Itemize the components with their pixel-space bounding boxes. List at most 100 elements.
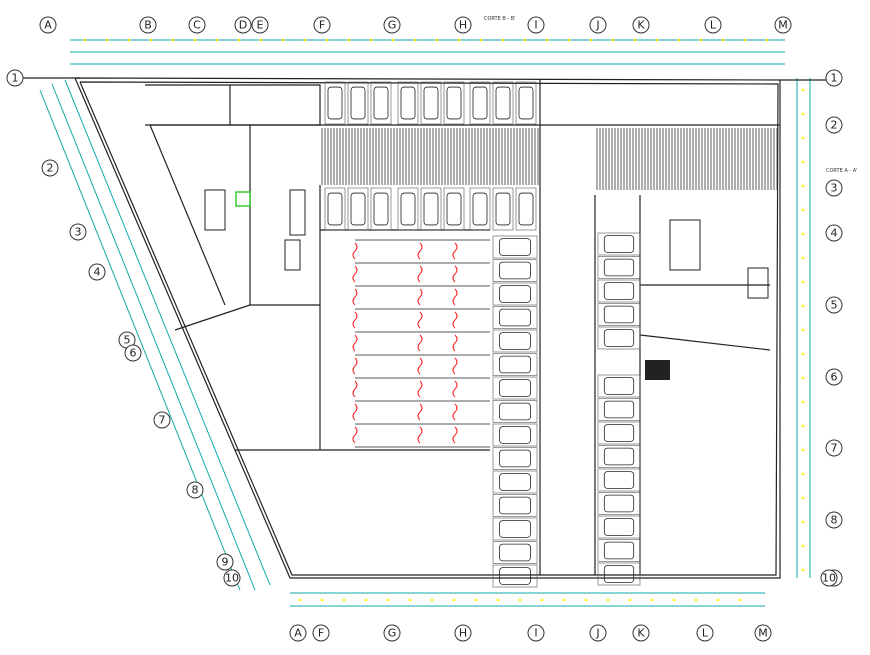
parking-stall <box>492 81 514 125</box>
parking-stall <box>469 81 491 125</box>
dimension-markers <box>83 38 805 602</box>
svg-text:I: I <box>534 19 537 32</box>
svg-text:H: H <box>459 19 467 32</box>
svg-text:J: J <box>595 627 599 640</box>
svg-text:K: K <box>637 19 645 32</box>
svg-text:8: 8 <box>192 484 199 497</box>
svg-text:5: 5 <box>124 334 131 347</box>
svg-text:9: 9 <box>222 556 229 569</box>
svg-text:5: 5 <box>831 299 838 312</box>
svg-text:L: L <box>702 627 709 640</box>
parking-stall <box>347 81 369 125</box>
grid-bubble-bottom-A: A <box>289 624 307 642</box>
grid-bubble-bottom-I: I <box>527 624 545 642</box>
svg-text:1: 1 <box>831 72 838 85</box>
grid-bubble-right-7: 7 <box>825 439 843 457</box>
parking-stall <box>397 187 419 231</box>
parking-stall <box>347 187 369 231</box>
parking-stall <box>492 187 514 231</box>
grid-bubble-bottom-G: G <box>383 624 401 642</box>
svg-text:M: M <box>758 627 768 640</box>
parking-stall <box>597 468 641 492</box>
svg-text:F: F <box>319 19 325 32</box>
svg-text:E: E <box>257 19 264 32</box>
parking-stall <box>420 187 442 231</box>
grid-bubble-top-J: J <box>589 16 607 34</box>
parking-stall <box>597 279 641 303</box>
svg-text:I: I <box>534 627 537 640</box>
elevator-icon <box>235 191 251 207</box>
grid-bubble-left-7: 7 <box>153 411 171 429</box>
building-outline <box>10 77 830 579</box>
interior-walls <box>145 80 780 575</box>
grid-bubble-bottom-H: H <box>454 624 472 642</box>
parking-stall <box>597 374 641 398</box>
grid-bubble-top-E: E <box>251 16 269 34</box>
svg-text:G: G <box>388 627 397 640</box>
svg-text:3: 3 <box>75 226 82 239</box>
parking-stall <box>597 326 641 350</box>
parking-stall <box>597 398 641 421</box>
grid-bubble-bottom-F: F <box>312 624 330 642</box>
svg-text:M: M <box>778 19 788 32</box>
parking-stall <box>492 306 538 329</box>
svg-text:A: A <box>44 19 52 32</box>
grid-bubble-top-A: A <box>39 16 57 34</box>
parking-stall <box>492 282 538 306</box>
parking-stall <box>492 517 538 541</box>
grid-bubble-top-L: L <box>704 16 722 34</box>
svg-text:2: 2 <box>831 119 838 132</box>
parking-area <box>83 38 805 602</box>
parking-stall <box>492 423 538 447</box>
parking-stall <box>597 562 641 586</box>
parking-stall <box>324 187 346 231</box>
parking-stall <box>492 564 538 588</box>
parking-stall <box>370 187 392 231</box>
parking-stall <box>597 539 641 562</box>
open-stalls <box>352 239 490 448</box>
grid-bubble-top-H: H <box>454 16 472 34</box>
grid-bubble-top-I: I <box>527 16 545 34</box>
grid-bubble-top-G: G <box>383 16 401 34</box>
svg-text:2: 2 <box>47 162 54 175</box>
svg-text:4: 4 <box>94 266 101 279</box>
grid-bubble-left-6: 6 <box>124 344 142 362</box>
ramp-hatch <box>321 128 778 190</box>
parking-stall <box>469 187 491 231</box>
parking-stall <box>492 329 538 353</box>
grid-bubble-right-10: 10 <box>820 569 838 587</box>
svg-text:A: A <box>294 627 302 640</box>
parking-stall <box>515 187 537 231</box>
section-label-right: CORTE A - A' <box>826 168 858 174</box>
svg-text:C: C <box>193 19 201 32</box>
svg-text:7: 7 <box>159 414 166 427</box>
svg-text:F: F <box>318 627 324 640</box>
grid-bubble-right-2: 2 <box>825 116 843 134</box>
parking-stall <box>492 447 538 470</box>
grid-bubble-right-8: 8 <box>825 511 843 529</box>
grid-bubble-left-1: 1 <box>6 69 24 87</box>
grid-bubble-top-B: B <box>139 16 157 34</box>
grid-bubble-bottom-L: L <box>696 624 714 642</box>
grid-bubble-left-10: 10 <box>223 569 241 587</box>
parking-stall <box>597 515 641 539</box>
parking-stall <box>515 81 537 125</box>
parking-stall <box>492 470 538 494</box>
parking-stall <box>597 421 641 445</box>
dimension-lines <box>39 39 811 607</box>
grid-bubble-top-F: F <box>313 16 331 34</box>
grid-bubble-right-3: 3 <box>825 179 843 197</box>
parking-stall <box>597 303 641 326</box>
parking-stall <box>597 256 641 279</box>
grid-bubble-bottom-M: M <box>754 624 772 642</box>
grid-bubble-top-K: K <box>632 16 650 34</box>
arrow-stair-icon <box>645 360 670 380</box>
section-label-top: CORTE B - B' <box>484 16 516 22</box>
grid-bubble-top-D: D <box>234 16 252 34</box>
parking-stall <box>492 541 538 564</box>
stair-core <box>204 189 769 380</box>
svg-text:8: 8 <box>831 514 838 527</box>
svg-text:G: G <box>388 19 397 32</box>
grid-bubble-left-2: 2 <box>41 159 59 177</box>
